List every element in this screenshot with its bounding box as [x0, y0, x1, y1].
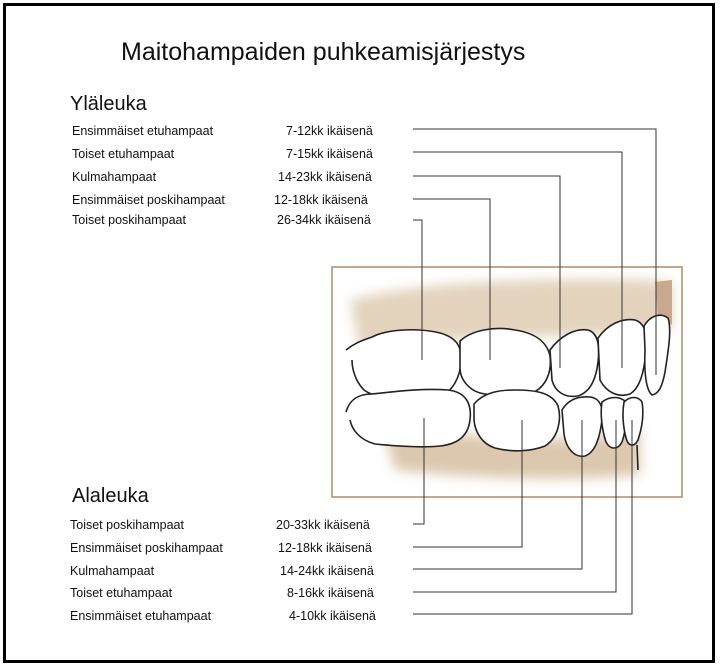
teeth-illustration: [0, 0, 721, 666]
